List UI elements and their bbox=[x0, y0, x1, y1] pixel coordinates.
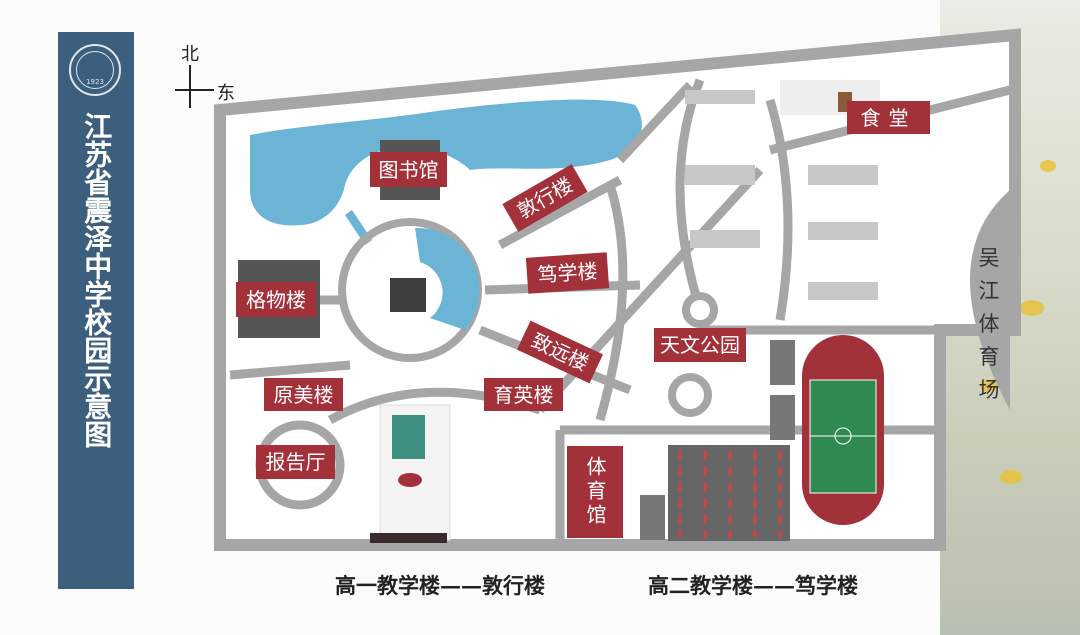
caption-grade1: 高一教学楼——敦行楼 bbox=[335, 573, 545, 598]
label-yuying[interactable]: 育英楼 bbox=[484, 378, 563, 411]
label-auditorium[interactable]: 报告厅 bbox=[256, 445, 335, 479]
label-gym[interactable]: 体育馆 bbox=[567, 446, 623, 538]
lake bbox=[250, 99, 642, 226]
compass-east: 东 bbox=[217, 83, 235, 104]
central-pond bbox=[415, 227, 480, 330]
label-observatory-park[interactable]: 天文公园 bbox=[654, 328, 746, 362]
label-canteen[interactable]: 食堂 bbox=[847, 101, 930, 134]
school-seal-logo: 1923 bbox=[69, 44, 121, 96]
label-duxue[interactable]: 笃学楼 bbox=[525, 252, 610, 294]
label-library[interactable]: 图书馆 bbox=[370, 152, 447, 187]
compass-north: 北 bbox=[181, 44, 199, 65]
caption-grade2: 高二教学楼——笃学楼 bbox=[648, 573, 858, 598]
map-title: 江苏省震泽中学校园示意图 bbox=[80, 112, 114, 448]
main-gate bbox=[370, 533, 447, 543]
label-yuanmei[interactable]: 原美楼 bbox=[264, 378, 343, 411]
central-building bbox=[390, 278, 426, 312]
label-wujiang-stadium[interactable]: 吴江体育场 bbox=[978, 246, 1000, 402]
title-panel: 1923 江苏省震泽中学校园示意图 bbox=[58, 32, 134, 589]
label-gewu[interactable]: 格物楼 bbox=[236, 282, 316, 317]
plaza-lawn bbox=[392, 415, 425, 459]
basketball-courts bbox=[640, 340, 795, 541]
